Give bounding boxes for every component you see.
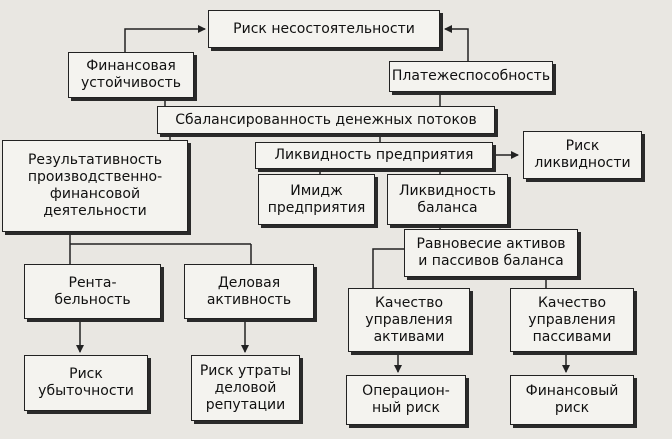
node-profitability: Рента- бельность [24,264,161,319]
node-solvency: Платежеспособность [389,61,553,92]
node-financial-stability: Финансовая устойчивость [68,52,194,98]
node-cash-flow-balance: Сбалансированность денежных потоков [157,106,495,134]
connector-fin-stability-to-insolvency [124,25,206,52]
node-insolvency-risk: Риск несостоятельности [208,10,440,48]
node-financial-risk: Финансовый риск [510,375,634,425]
node-asset-management-quality: Качество управления активами [348,288,470,352]
node-business-activity: Деловая активность [184,264,314,319]
node-assets-liabilities-equilibrium: Равновесие активов и пассивов баланса [404,229,578,277]
node-loss-risk: Риск убыточности [24,355,148,411]
node-operational-risk: Операцион- ный риск [346,375,466,425]
connector-solvency-to-insolvency [444,25,469,61]
node-enterprise-liquidity: Ликвидность предприятия [255,142,493,169]
node-balance-liquidity: Ликвидность баланса [387,174,508,225]
node-reputation-loss-risk: Риск утраты деловой репутации [191,355,300,421]
node-enterprise-image: Имидж предприятия [258,174,375,225]
node-liquidity-risk: Риск ликвидности [523,131,642,179]
node-performance: Результативность производственно- финанс… [2,140,188,232]
node-liability-management-quality: Качество управления пассивами [510,288,634,352]
connector-performance-branch [69,232,252,264]
